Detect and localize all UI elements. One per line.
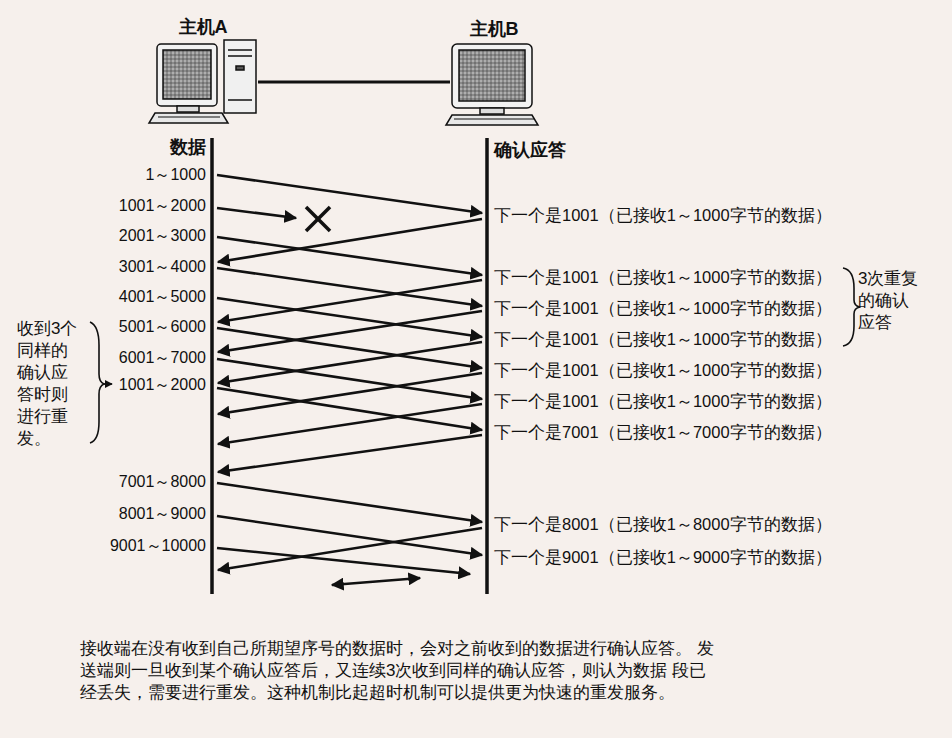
ack-arrows	[218, 219, 482, 570]
segment-range: 6001～7000	[119, 348, 206, 368]
segment-range: 2001～3000	[119, 226, 206, 246]
ack-text: 下一个是8001（已接收1～8000字节的数据）	[494, 514, 832, 534]
ack-text: 下一个是1001（已接收1～1000字节的数据）	[494, 267, 832, 287]
segment-range: 4001～5000	[119, 287, 206, 307]
host-node: 主机A	[148, 16, 258, 124]
ack-text: 下一个是1001（已接收1～1000字节的数据）	[494, 205, 832, 225]
segment-range: 1001～2000	[119, 375, 206, 395]
timeline	[485, 138, 489, 594]
segment-arrows	[217, 175, 482, 574]
column-header: 数据	[170, 137, 206, 157]
caption: 接收端在没有收到自己所期望序号的数据时，会对之前收到的数据进行确认应答。 发送端…	[80, 638, 720, 704]
column-header: 确认应答	[494, 140, 566, 160]
host-node: 主机B	[450, 18, 538, 126]
computer-icon	[446, 44, 538, 125]
loss-mark	[306, 207, 330, 231]
timeline	[210, 138, 214, 594]
ack-text: 下一个是1001（已接收1～1000字节的数据）	[494, 329, 832, 349]
brace	[90, 322, 104, 443]
network-cable	[258, 81, 450, 84]
segment-range: 5001～6000	[119, 317, 206, 337]
pointer-arrow	[104, 383, 112, 385]
segment-range: 9001～10000	[110, 536, 206, 556]
ack-arrow	[332, 578, 420, 585]
brace-note: 收到3个同样的确认应答时则进行重发。	[17, 318, 79, 450]
ack-text: 下一个是9001（已接收1～9000字节的数据）	[494, 547, 832, 567]
computer-icon	[149, 40, 256, 123]
brace	[843, 268, 860, 346]
segment-range: 1～1000	[146, 165, 207, 185]
brace-note: 3次重复的确认应答	[858, 268, 920, 334]
segment-range: 1001～2000	[119, 196, 206, 216]
segment-range: 3001～4000	[119, 257, 206, 277]
host-label: 主机A	[148, 16, 258, 38]
segment-range: 7001～8000	[119, 472, 206, 492]
segment-range: 8001～9000	[119, 504, 206, 524]
ack-text: 下一个是1001（已接收1～1000字节的数据）	[494, 391, 832, 411]
ack-text: 下一个是1001（已接收1～1000字节的数据）	[494, 360, 832, 380]
ack-text: 下一个是1001（已接收1～1000字节的数据）	[494, 298, 832, 318]
ack-text: 下一个是7001（已接收1～7000字节的数据）	[494, 422, 832, 442]
host-label: 主机B	[450, 18, 538, 40]
